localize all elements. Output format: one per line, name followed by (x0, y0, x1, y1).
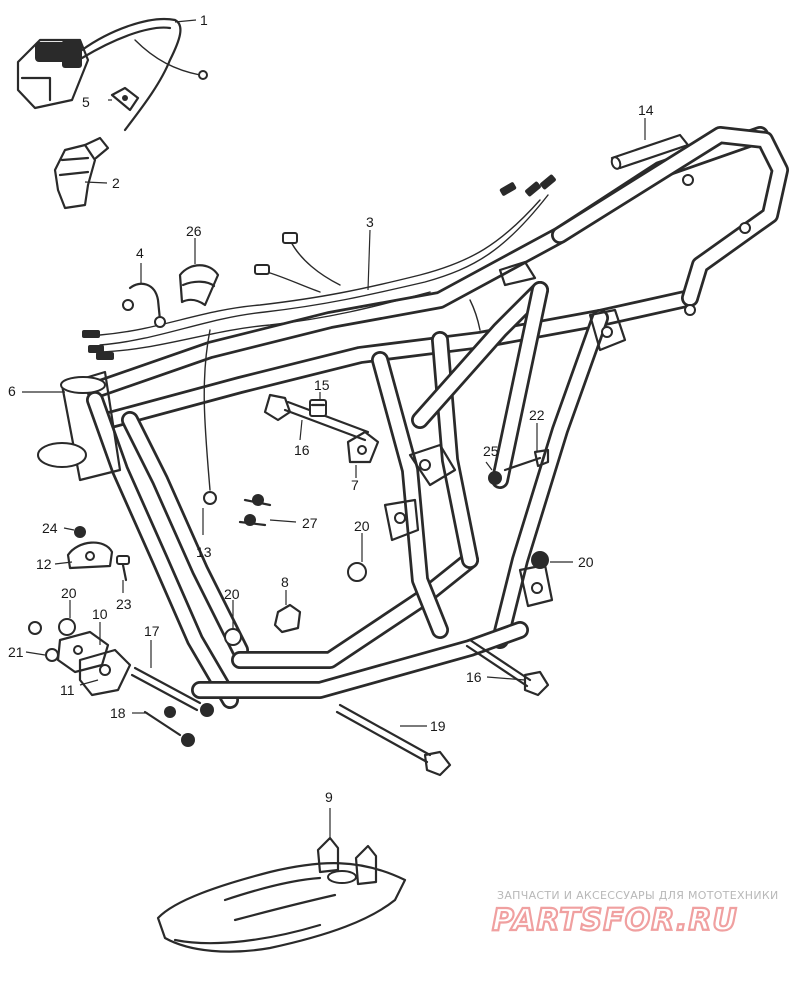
callout-6: 6 (8, 383, 16, 399)
callout-14: 14 (638, 102, 654, 118)
watermark: ЗАПЧАСТИ И АКСЕССУАРЫ ДЛЯ МОТОТЕХНИКИ PA… (491, 889, 779, 939)
callout-1: 1 (200, 12, 208, 28)
clamp-clip (110, 86, 140, 112)
bolt-16-upper (263, 393, 370, 442)
plate-7 (346, 430, 380, 464)
callout-26: 26 (186, 223, 202, 239)
bracket-12 (66, 541, 114, 570)
frame-body (37, 126, 789, 709)
callout-9: 9 (325, 789, 333, 805)
callout-20-left: 20 (224, 586, 240, 602)
callout-7: 7 (351, 477, 359, 493)
ignition-coil (16, 18, 208, 132)
watermark-brand: PARTSFOR.RU (492, 903, 738, 938)
wire-band (122, 282, 166, 328)
bolt-19 (335, 703, 452, 777)
callout-23: 23 (116, 596, 132, 612)
callout-17: 17 (144, 623, 160, 639)
nut-15 (309, 399, 327, 417)
callout-12: 12 (36, 556, 52, 572)
callout-8: 8 (281, 574, 289, 590)
callout-20-right: 20 (578, 554, 594, 570)
bolt-23 (116, 555, 130, 582)
leader-lines (22, 19, 646, 840)
skid-plate (156, 836, 407, 953)
spark-plug-cap (53, 136, 110, 210)
callout-22: 22 (529, 407, 545, 423)
callout-11: 11 (60, 682, 75, 698)
band-clip (178, 264, 220, 307)
wiring-harness (82, 174, 556, 505)
callout-13: 13 (196, 544, 212, 560)
bolts-27 (238, 494, 272, 527)
nut-21 (28, 621, 59, 662)
callout-10: 10 (92, 606, 108, 622)
collar-20-left (224, 628, 242, 646)
callout-4: 4 (136, 245, 144, 261)
bolt-22 (503, 448, 550, 472)
nut-24 (74, 526, 86, 538)
bolt-17 (130, 666, 214, 717)
callout-3: 3 (366, 214, 374, 230)
collar-8 (273, 603, 302, 634)
bracket-10-11 (56, 630, 132, 697)
callout-5: 5 (82, 94, 90, 110)
nut-25 (488, 471, 502, 485)
callout-20-bracket: 20 (61, 585, 77, 601)
callout-20-mid: 20 (354, 518, 370, 534)
watermark-tagline: ЗАПЧАСТИ И АКСЕССУАРЫ ДЛЯ МОТОТЕХНИКИ (497, 889, 779, 902)
callout-25: 25 (483, 443, 499, 459)
callout-16-lower: 16 (466, 669, 482, 685)
nut-20-right (531, 551, 549, 569)
callout-15: 15 (314, 377, 330, 393)
collar-20-mid (347, 562, 367, 582)
callout-21: 21 (8, 644, 24, 660)
callout-19: 19 (430, 718, 446, 734)
callout-2: 2 (112, 175, 120, 191)
callout-18: 18 (110, 705, 126, 721)
collar-20-bracket (58, 618, 76, 636)
callout-labels: 1 2 3 4 5 6 7 8 9 10 11 12 13 14 15 16 1… (8, 12, 654, 805)
bolt-18 (143, 706, 195, 747)
callout-16-upper: 16 (294, 442, 310, 458)
rubber-tube (610, 133, 690, 170)
callout-27: 27 (302, 515, 318, 531)
callout-24: 24 (42, 520, 58, 536)
